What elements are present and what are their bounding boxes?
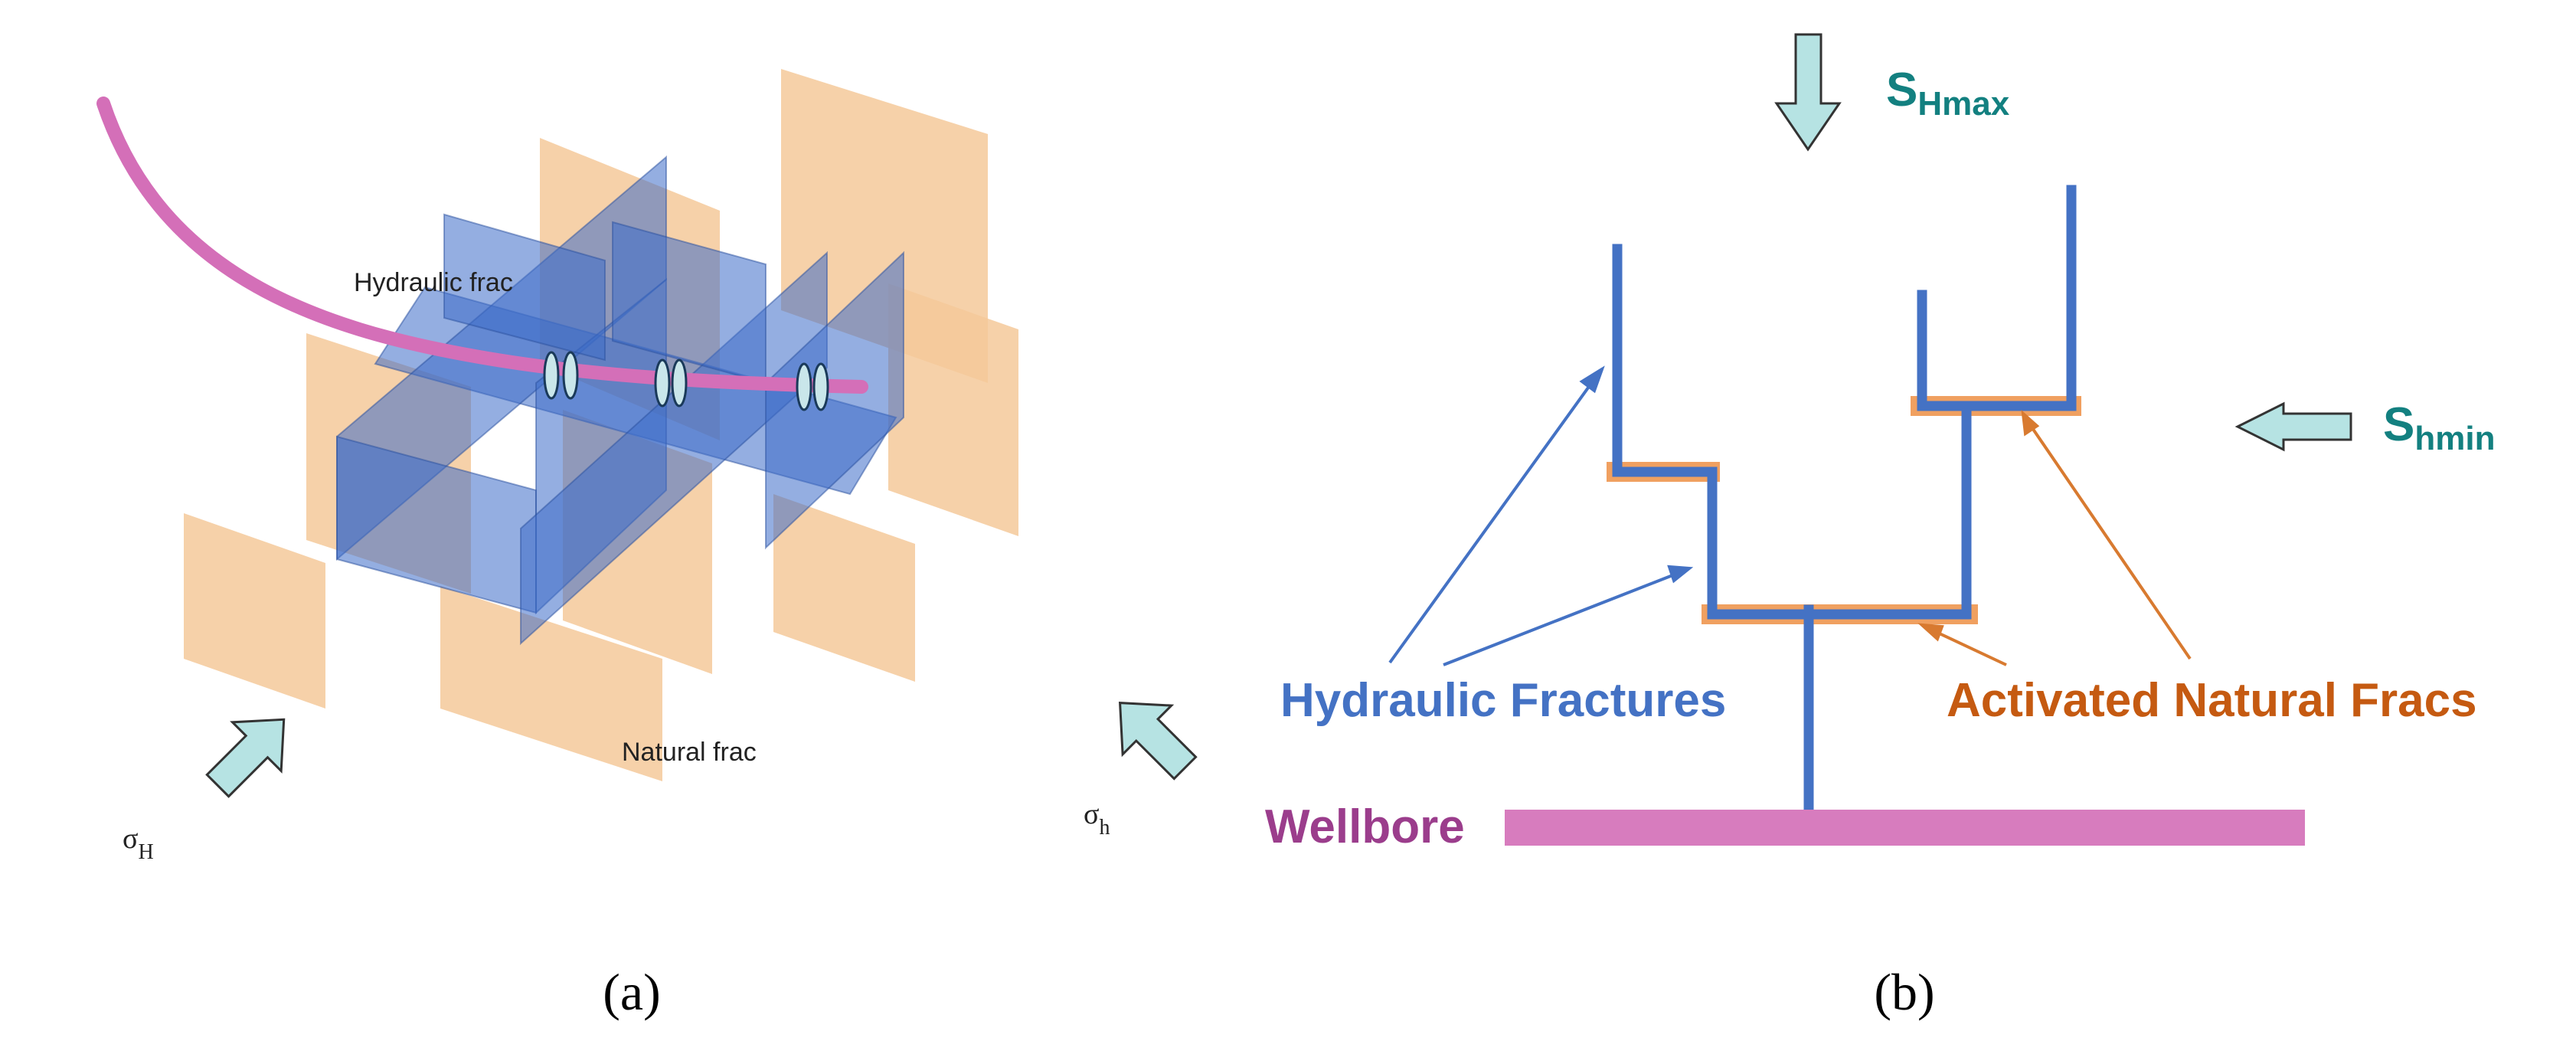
sigma-h-arrow-icon [1118, 701, 1198, 781]
panel-a-caption: (a) [603, 963, 660, 1021]
activated-pointer-arrows [1917, 410, 2192, 666]
natural-frac-label: Natural frac [622, 738, 757, 767]
hydraulic-pointer-arrows [1388, 365, 1694, 666]
arrowhead-icon [1579, 365, 1605, 394]
sigma-h-label: σh [1084, 798, 1110, 840]
s-hmax-label: SHmax [1886, 64, 2010, 123]
hydraulic-frac-label: Hydraulic frac [354, 268, 513, 297]
natural-frac-plane [440, 586, 662, 781]
panel-a: Hydraulic frac Natural frac σH σh (a) [96, 69, 1198, 1021]
natural-frac-plane [773, 494, 915, 682]
s-hmin-arrow-icon [2234, 401, 2352, 452]
natural-frac-plane [184, 513, 325, 709]
natural-frac-plane [888, 283, 1018, 536]
arrowhead-icon [2021, 410, 2040, 437]
wellbore-bar [1505, 810, 2305, 846]
hydraulic-frac-path-left [1612, 244, 1814, 620]
activated-natural-fracs [1607, 396, 2081, 624]
sigma-H-arrow-icon [205, 718, 286, 798]
hydraulic-frac-plane [765, 250, 904, 550]
activated-natural-fracs-label: Activated Natural Fracs [1947, 674, 2477, 727]
hydraulic-frac-plane [443, 213, 606, 362]
perforation-markers [543, 351, 829, 411]
hydraulic-fractures-label: Hydraulic Fractures [1280, 674, 1726, 727]
hydraulic-frac-plane [336, 435, 537, 614]
hydraulic-fracture-network [1612, 185, 2077, 813]
arrowhead-icon [1667, 565, 1694, 584]
perforation-marker [543, 351, 579, 400]
hydraulic-frac-path-center [1803, 401, 1972, 620]
hydraulic-frac-path-right [1917, 185, 2077, 411]
panel-b-caption: (b) [1874, 963, 1934, 1021]
s-hmin-label: Shmin [2383, 398, 2495, 457]
perforation-marker [796, 362, 829, 411]
wellbore-label: Wellbore [1265, 800, 1465, 853]
arrowhead-icon [1917, 623, 1944, 642]
wellbore-curve [96, 97, 868, 394]
sigma-H-label: σH [123, 823, 154, 864]
perforation-marker [654, 358, 688, 408]
panel-b: SHmax Shmin Wellbore [1265, 33, 2495, 1021]
s-hmax-arrow-icon [1774, 33, 1842, 152]
